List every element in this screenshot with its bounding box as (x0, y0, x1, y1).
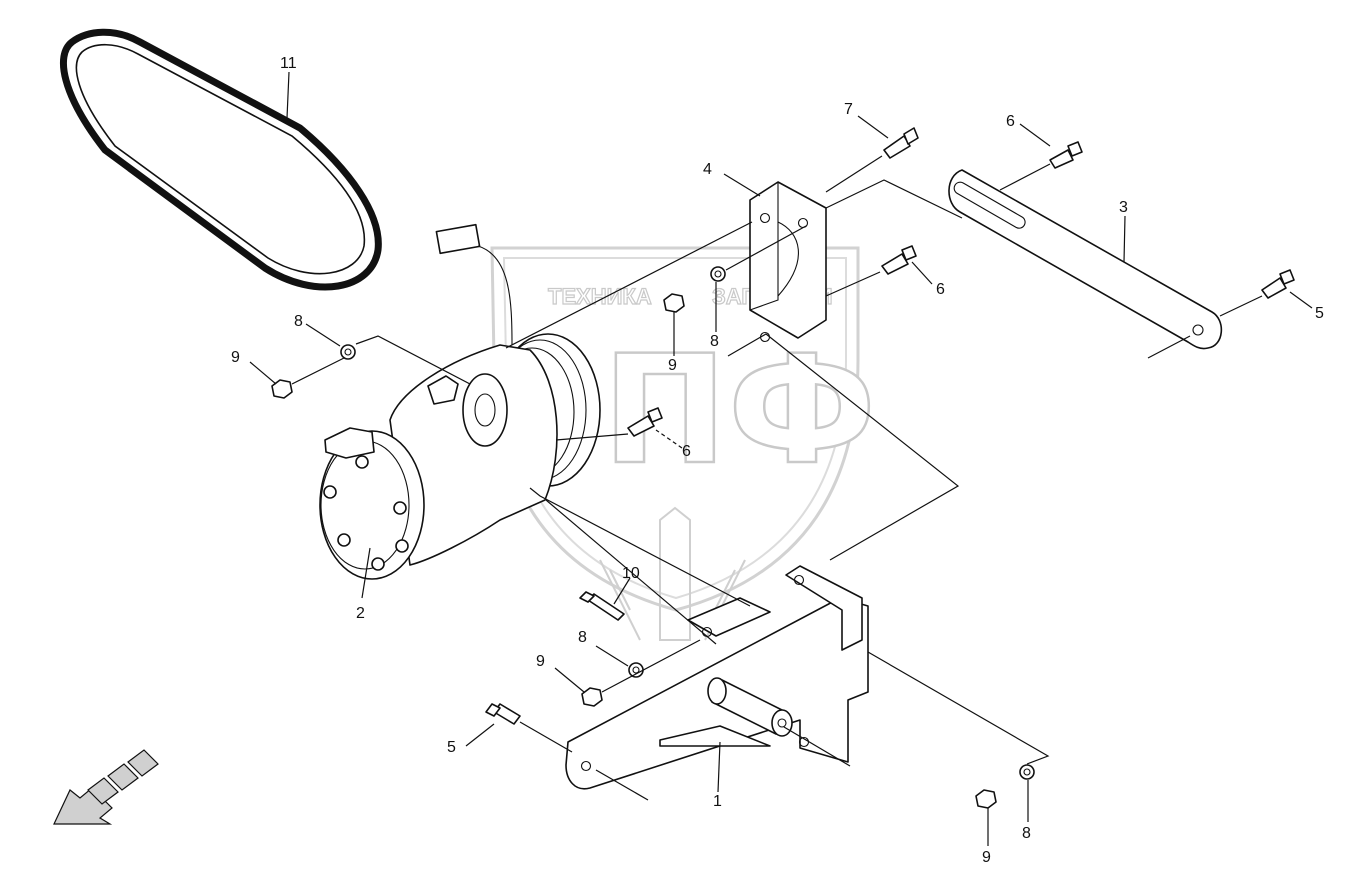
nut-9-c (581, 687, 603, 707)
bolt-10 (579, 591, 625, 621)
bolt-5-right (1261, 269, 1295, 299)
callout-6-top: 6 (1006, 113, 1015, 130)
bolt-6-compressor (627, 407, 663, 437)
washer-8-a (710, 266, 726, 282)
callout-9-right: 9 (982, 849, 991, 866)
bolt-5-left (485, 703, 521, 725)
compressor-bracket (565, 565, 869, 790)
callout-11: 11 (280, 55, 297, 72)
callout-7: 7 (844, 101, 853, 118)
compressor (319, 223, 601, 580)
callout-3: 3 (1119, 199, 1128, 216)
callout-8-right: 8 (1022, 825, 1031, 842)
callout-1: 1 (713, 793, 722, 810)
adjusting-strap (948, 169, 1223, 350)
fasteners (271, 127, 1295, 809)
watermark-line-1: ТЕХНИКА (548, 284, 652, 309)
front-direction-arrow-icon (53, 749, 159, 825)
washer-8-d (1019, 764, 1035, 780)
nut-9-b (271, 379, 293, 399)
callout-4: 4 (703, 161, 712, 178)
callout-10: 10 (622, 565, 640, 582)
mounting-plate (749, 181, 827, 343)
nut-9-d (975, 789, 997, 809)
washer-8-c (628, 662, 644, 678)
callout-labels: 11 7 6 3 4 5 6 8 9 8 9 6 2 10 8 9 5 1 8 … (231, 55, 1324, 866)
callout-8-lower: 8 (578, 629, 587, 646)
callout-5-right: 5 (1315, 305, 1324, 322)
callout-5-left: 5 (447, 739, 456, 756)
bolt-6-mid (881, 245, 917, 275)
callout-6-mid: 6 (936, 281, 945, 298)
bolt-7 (883, 127, 919, 159)
callout-9-lower: 9 (536, 653, 545, 670)
callout-6-compressor: 6 (682, 443, 691, 460)
callout-8-left: 8 (294, 313, 303, 330)
callout-2: 2 (356, 605, 365, 622)
callout-9-left: 9 (231, 349, 240, 366)
callout-8-upper: 8 (710, 333, 719, 350)
callout-9-upper: 9 (668, 357, 677, 374)
bolt-6-top (1049, 141, 1083, 169)
drive-belt (59, 28, 382, 291)
assembly-lines (249, 71, 1313, 846)
nut-9-a (663, 293, 685, 313)
washer-8-b (340, 344, 356, 360)
